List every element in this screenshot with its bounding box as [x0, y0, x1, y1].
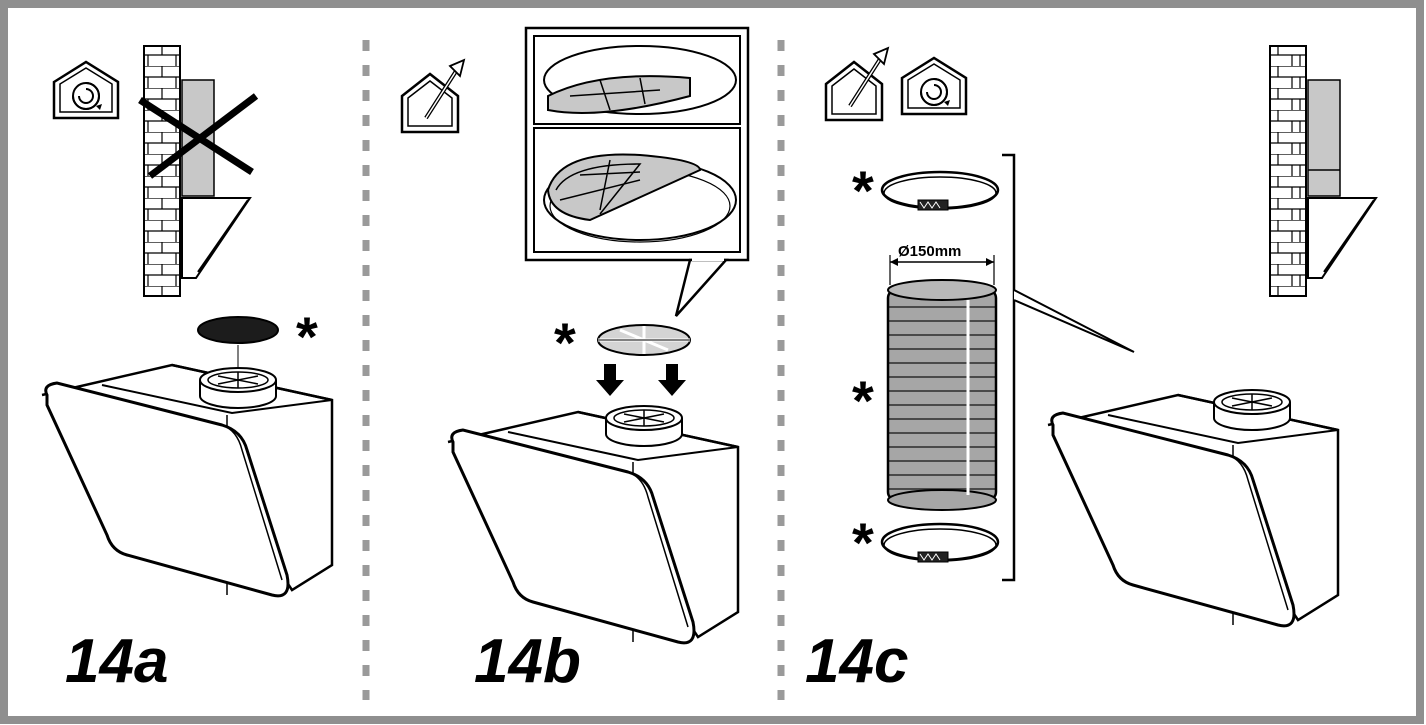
- kit-bracket: [1002, 153, 1016, 582]
- panel-label: 14b: [474, 627, 581, 696]
- flexible-duct: [886, 279, 998, 511]
- optional-part-mark: *: [852, 159, 874, 222]
- outlet-spigot: [605, 405, 683, 447]
- outlet-spigot: [199, 367, 277, 409]
- duct-diameter-dimension: Ø150mm: [889, 243, 995, 285]
- prohibited-cross-icon: [138, 93, 259, 179]
- wall-illustration: [1269, 45, 1378, 297]
- valve-detail-callout: [524, 26, 750, 317]
- optional-part-mark: *: [296, 305, 318, 368]
- panel-label: 14a: [65, 627, 168, 696]
- panel-label: 14c: [805, 627, 908, 696]
- panel-14c: * Ø150mm * *: [805, 45, 1378, 696]
- outlet-spigot: [1213, 389, 1291, 431]
- panel-14b: * 14b: [400, 26, 750, 696]
- wall-illustration: [143, 45, 252, 297]
- optional-part-mark: *: [852, 369, 874, 432]
- down-arrow-icon: [596, 364, 686, 396]
- duct-diameter-label: Ø150mm: [898, 243, 961, 260]
- non-return-valve: [597, 324, 691, 356]
- optional-part-mark: *: [554, 311, 576, 374]
- callout-pointer: [1013, 289, 1135, 353]
- panel-14a: * 14a: [40, 45, 334, 696]
- optional-part-mark: *: [852, 511, 874, 574]
